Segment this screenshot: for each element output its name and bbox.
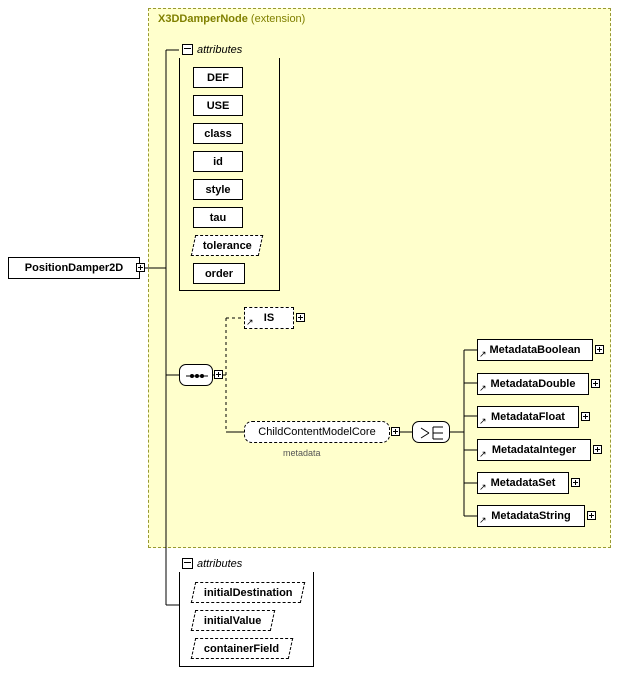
attribute-style[interactable]: style [193, 179, 243, 200]
attribute-id[interactable]: id [193, 151, 243, 172]
element-metadataset-label: MetadataSet [490, 477, 556, 489]
extension-region-name: X3DDamperNode [158, 13, 248, 25]
attribute-containerfield[interactable]: containerField [190, 638, 294, 659]
inherited-attributes-label: attributes [197, 43, 243, 56]
element-metadatainteger-label: MetadataInteger [491, 444, 577, 456]
element-metadatafloat-expand-icon[interactable] [581, 412, 590, 421]
element-metadatainteger[interactable]: MetadataInteger [477, 439, 591, 461]
group-childcontentmodelcore-expand-icon[interactable] [391, 427, 400, 436]
sequence-compositor[interactable] [179, 364, 213, 386]
choice-icon [420, 426, 443, 440]
element-metadatainteger-ref-arrow-icon: ↗ [479, 449, 487, 459]
attribute-class-label: class [204, 127, 232, 140]
choice-compositor[interactable] [412, 421, 450, 443]
attribute-class[interactable]: class [193, 123, 243, 144]
attribute-initialvalue-label: initialValue [204, 614, 262, 627]
attribute-initialvalue[interactable]: initialValue [190, 610, 276, 631]
extension-region-title: X3DDamperNode (extension) [158, 13, 305, 25]
attribute-use-label: USE [206, 99, 230, 112]
attribute-containerfield-label: containerField [204, 642, 280, 655]
attribute-order-label: order [204, 267, 234, 280]
element-metadatastring-label: MetadataString [491, 510, 571, 522]
attribute-initialdestination-label: initialDestination [203, 586, 293, 599]
own-attributes-header[interactable]: attributes [179, 555, 314, 572]
group-childcontentmodelcore[interactable]: ChildContentModelCore [244, 421, 390, 443]
attribute-def-label: DEF [207, 71, 229, 84]
element-metadataboolean[interactable]: MetadataBoolean [477, 339, 593, 361]
element-is-label: IS [263, 312, 275, 324]
element-is-expand-icon[interactable] [296, 313, 305, 322]
group-childcontentmodelcore-caption: metadata [283, 448, 321, 458]
element-metadataboolean-label: MetadataBoolean [489, 344, 581, 356]
extension-region-qualifier: (extension) [250, 13, 306, 25]
sequence-icon [186, 374, 208, 378]
element-is[interactable]: IS [244, 307, 294, 329]
element-metadatadouble-label: MetadataDouble [490, 378, 576, 390]
element-metadatadouble-expand-icon[interactable] [591, 379, 600, 388]
attribute-style-label: style [205, 183, 231, 196]
collapse-icon[interactable] [182, 44, 193, 55]
own-attributes-label: attributes [197, 557, 243, 570]
element-metadatafloat-label: MetadataFloat [491, 411, 565, 423]
element-metadatainteger-expand-icon[interactable] [593, 445, 602, 454]
element-is-ref-arrow-icon: ↗ [246, 317, 254, 327]
root-element-expand-icon[interactable] [136, 263, 145, 272]
collapse-icon[interactable] [182, 558, 193, 569]
element-metadatadouble-ref-arrow-icon: ↗ [479, 383, 487, 393]
root-element-positiondamper2d[interactable]: PositionDamper2D [8, 257, 140, 279]
element-metadatastring-ref-arrow-icon: ↗ [479, 515, 487, 525]
element-metadataset-ref-arrow-icon: ↗ [479, 482, 487, 492]
attribute-tolerance-label: tolerance [202, 239, 252, 252]
inherited-attributes-box [179, 58, 280, 291]
element-metadatadouble[interactable]: MetadataDouble [477, 373, 589, 395]
element-metadatastring[interactable]: MetadataString [477, 505, 585, 527]
sequence-expand-icon[interactable] [214, 370, 223, 379]
element-metadataboolean-expand-icon[interactable] [595, 345, 604, 354]
attribute-tau-label: tau [209, 211, 227, 224]
attribute-def[interactable]: DEF [193, 67, 243, 88]
element-metadatastring-expand-icon[interactable] [587, 511, 596, 520]
attribute-tolerance[interactable]: tolerance [190, 235, 264, 256]
attribute-use[interactable]: USE [193, 95, 243, 116]
attribute-initialdestination[interactable]: initialDestination [190, 582, 306, 603]
root-element-label: PositionDamper2D [24, 262, 124, 274]
element-metadataset[interactable]: MetadataSet [477, 472, 569, 494]
inherited-attributes-header[interactable]: attributes [179, 41, 280, 58]
element-metadatafloat-ref-arrow-icon: ↗ [479, 416, 487, 426]
attribute-id-label: id [213, 155, 223, 168]
attribute-tau[interactable]: tau [193, 207, 243, 228]
element-metadatafloat[interactable]: MetadataFloat [477, 406, 579, 428]
group-childcontentmodelcore-label: ChildContentModelCore [258, 426, 376, 438]
attribute-order[interactable]: order [193, 263, 245, 284]
element-metadataboolean-ref-arrow-icon: ↗ [479, 349, 487, 359]
element-metadataset-expand-icon[interactable] [571, 478, 580, 487]
